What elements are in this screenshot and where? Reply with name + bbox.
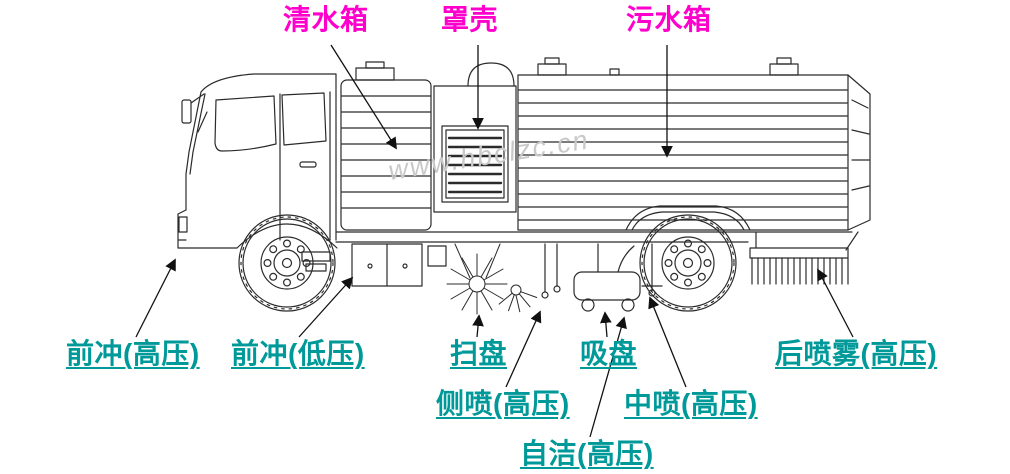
arrow-suction-disc (599, 311, 612, 338)
arrow-front-flush-low (298, 276, 354, 338)
sweep-disc-drawing (446, 243, 538, 315)
clean-water-tank-drawing (340, 61, 432, 231)
spray-pipes (541, 243, 663, 299)
label-sweep-disc: 扫盘 (450, 338, 508, 369)
label-suction-disc: 吸盘 (580, 338, 638, 369)
tank-hatch (355, 67, 395, 81)
tank-hatch (769, 63, 799, 76)
leader-arrows (135, 44, 854, 438)
label-front-flush-low: 前冲(低压) (231, 338, 365, 369)
chassis (335, 231, 853, 243)
label-side-spray: 侧喷(高压) (436, 388, 570, 419)
rear-spray-drawing (749, 231, 859, 285)
arrow-sweep-disc (472, 314, 484, 338)
arrow-front-flush-high (135, 258, 176, 338)
watermark-text: www.hbclzc.cn (386, 125, 591, 186)
mirror (181, 99, 192, 124)
arrow-rear-spray (817, 268, 854, 338)
label-sewage-water-tank: 污水箱 (626, 4, 712, 35)
door-handle (299, 161, 317, 168)
label-self-clean: 自洁(高压) (520, 438, 654, 469)
suction-disc-drawing (573, 243, 641, 312)
arrow-middle-spray (648, 296, 687, 388)
front-wheel (238, 214, 336, 312)
label-cover-shell: 罩壳 (441, 4, 499, 35)
arrow-side-spray (505, 310, 542, 388)
label-rear-spray: 后喷雾(高压) (775, 338, 938, 369)
arrow-self-clean (589, 316, 627, 438)
label-middle-spray: 中喷(高压) (624, 388, 758, 419)
dome-cap (467, 62, 515, 87)
tank-hatch (537, 63, 567, 76)
headlight (178, 216, 188, 233)
wiper (197, 111, 208, 133)
label-clean-water-tank: 清水箱 (283, 4, 369, 35)
arrow-clean-water-tank (330, 44, 397, 150)
door-window (281, 92, 327, 146)
sewage-tank-drawing (517, 57, 871, 231)
label-front-flush-high: 前冲(高压) (66, 338, 200, 369)
under-chassis-box (351, 243, 447, 287)
rear-fender (625, 205, 751, 231)
cab-drawing (177, 73, 338, 272)
side-window (214, 95, 277, 152)
